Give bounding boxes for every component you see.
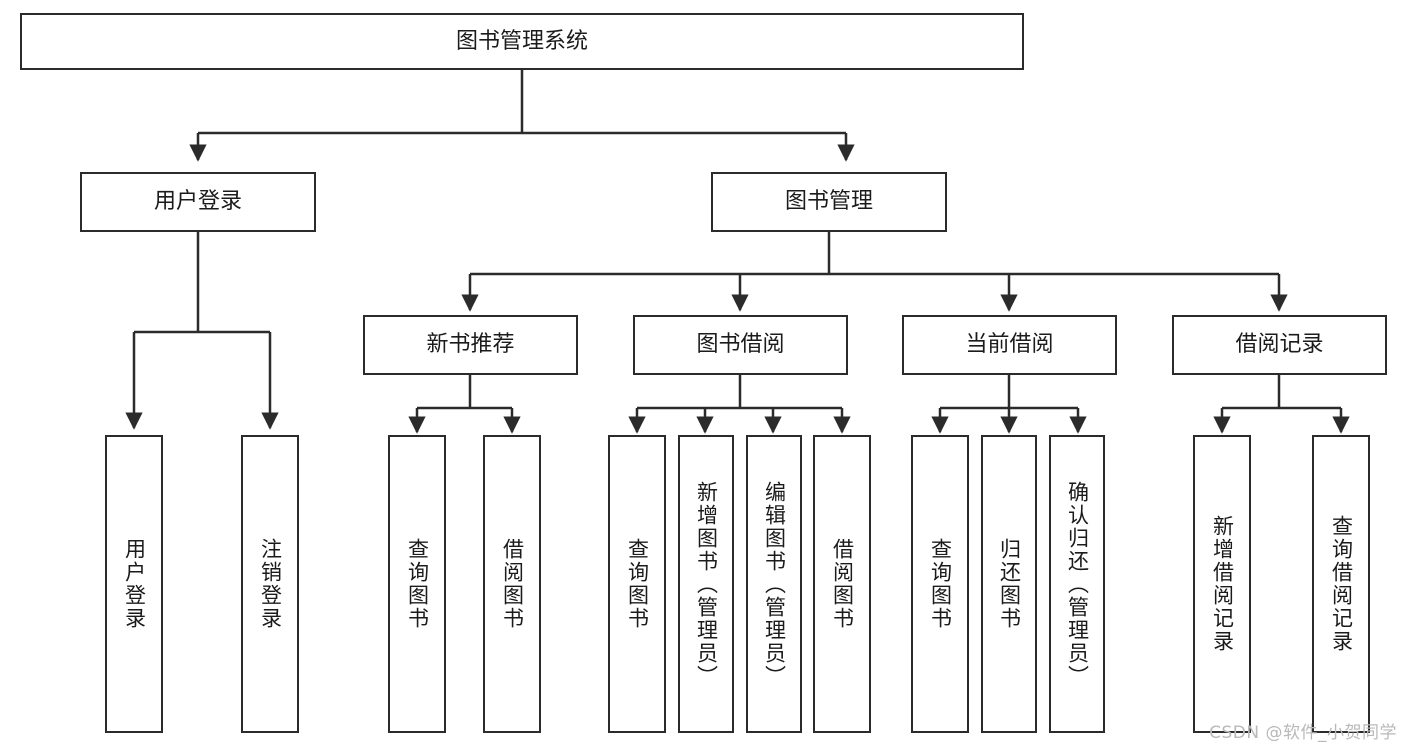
leaf-add-record[interactable]: 新增借阅记录 xyxy=(1193,435,1251,733)
leaf-query-book-2[interactable]: 查询图书 xyxy=(608,435,666,733)
leaf-query-book-3-label: 查询图书 xyxy=(928,538,953,630)
node-new-book-recommend[interactable]: 新书推荐 xyxy=(363,315,578,375)
node-root[interactable]: 图书管理系统 xyxy=(20,13,1024,70)
leaf-query-record[interactable]: 查询借阅记录 xyxy=(1312,435,1370,733)
leaf-logout-login[interactable]: 注销登录 xyxy=(241,435,299,733)
leaf-add-book-label: 新增图书（管理员） xyxy=(694,480,719,688)
leaf-edit-book[interactable]: 编辑图书（管理员） xyxy=(746,435,802,733)
leaf-confirm-return[interactable]: 确认归还（管理员） xyxy=(1049,435,1105,733)
leaf-borrow-book-2[interactable]: 借阅图书 xyxy=(813,435,871,733)
leaf-confirm-return-label: 确认归还（管理员） xyxy=(1065,480,1090,688)
node-book-manage[interactable]: 图书管理 xyxy=(711,172,947,232)
leaf-query-book-1-label: 查询图书 xyxy=(405,538,430,630)
node-root-label: 图书管理系统 xyxy=(455,28,588,54)
leaf-return-book[interactable]: 归还图书 xyxy=(981,435,1037,733)
node-user-login-label: 用户登录 xyxy=(153,189,242,215)
leaf-borrow-book-1[interactable]: 借阅图书 xyxy=(483,435,541,733)
leaf-borrow-book-1-label: 借阅图书 xyxy=(500,538,525,630)
node-current-borrow-label: 当前借阅 xyxy=(965,332,1054,358)
leaf-query-book-1[interactable]: 查询图书 xyxy=(388,435,446,733)
leaf-query-record-label: 查询借阅记录 xyxy=(1329,515,1354,653)
node-borrow-record[interactable]: 借阅记录 xyxy=(1172,315,1387,375)
node-book-borrow[interactable]: 图书借阅 xyxy=(633,315,848,375)
leaf-user-login[interactable]: 用户登录 xyxy=(105,435,163,733)
leaf-add-book[interactable]: 新增图书（管理员） xyxy=(678,435,734,733)
node-user-login[interactable]: 用户登录 xyxy=(80,172,316,232)
node-book-borrow-label: 图书借阅 xyxy=(696,332,785,358)
leaf-borrow-book-2-label: 借阅图书 xyxy=(830,538,855,630)
leaf-logout-login-label: 注销登录 xyxy=(258,538,283,630)
node-current-borrow[interactable]: 当前借阅 xyxy=(902,315,1117,375)
csdn-watermark: CSDN @软件_小贺同学 xyxy=(1209,723,1397,743)
leaf-edit-book-label: 编辑图书（管理员） xyxy=(762,480,787,688)
leaf-return-book-label: 归还图书 xyxy=(997,538,1022,630)
node-book-manage-label: 图书管理 xyxy=(784,189,873,215)
leaf-add-record-label: 新增借阅记录 xyxy=(1210,515,1235,653)
leaf-query-book-2-label: 查询图书 xyxy=(625,538,650,630)
node-new-book-recommend-label: 新书推荐 xyxy=(426,332,515,358)
leaf-user-login-label: 用户登录 xyxy=(122,538,147,630)
leaf-query-book-3[interactable]: 查询图书 xyxy=(911,435,969,733)
node-borrow-record-label: 借阅记录 xyxy=(1235,332,1324,358)
